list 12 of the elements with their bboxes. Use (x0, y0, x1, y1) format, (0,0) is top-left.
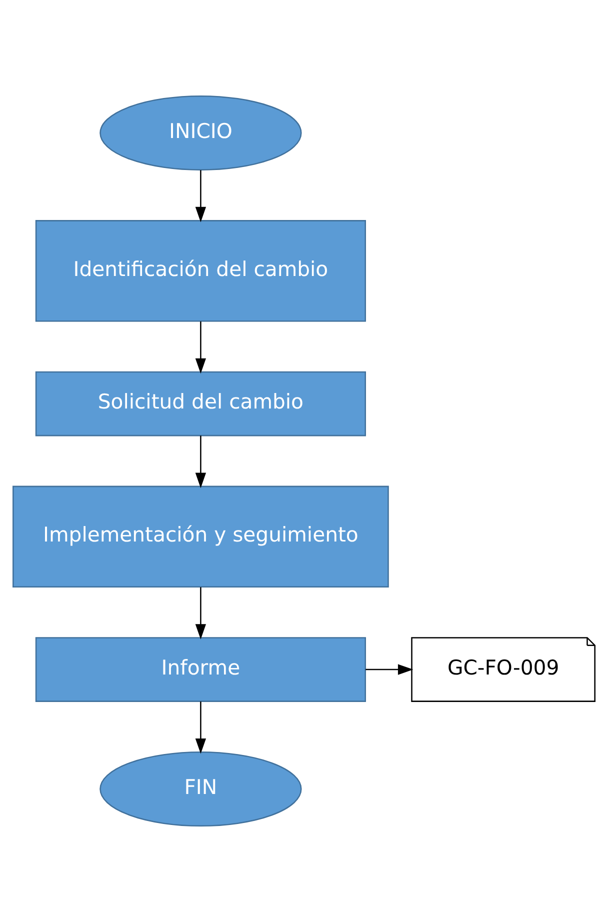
node-ellipse: FIN (100, 752, 302, 827)
arrow (195, 702, 206, 754)
arrow (195, 587, 206, 640)
arrow (195, 321, 206, 374)
arrow (195, 170, 206, 222)
arrow (195, 436, 206, 488)
node-box: Implementación y seguimiento (12, 486, 389, 588)
node-box: Informe (35, 637, 366, 702)
node-box: Identificación del cambio (35, 220, 366, 322)
node-box: Solicitud del cambio (35, 371, 366, 436)
arrow (366, 664, 414, 675)
node-ellipse: INICIO (100, 95, 302, 170)
